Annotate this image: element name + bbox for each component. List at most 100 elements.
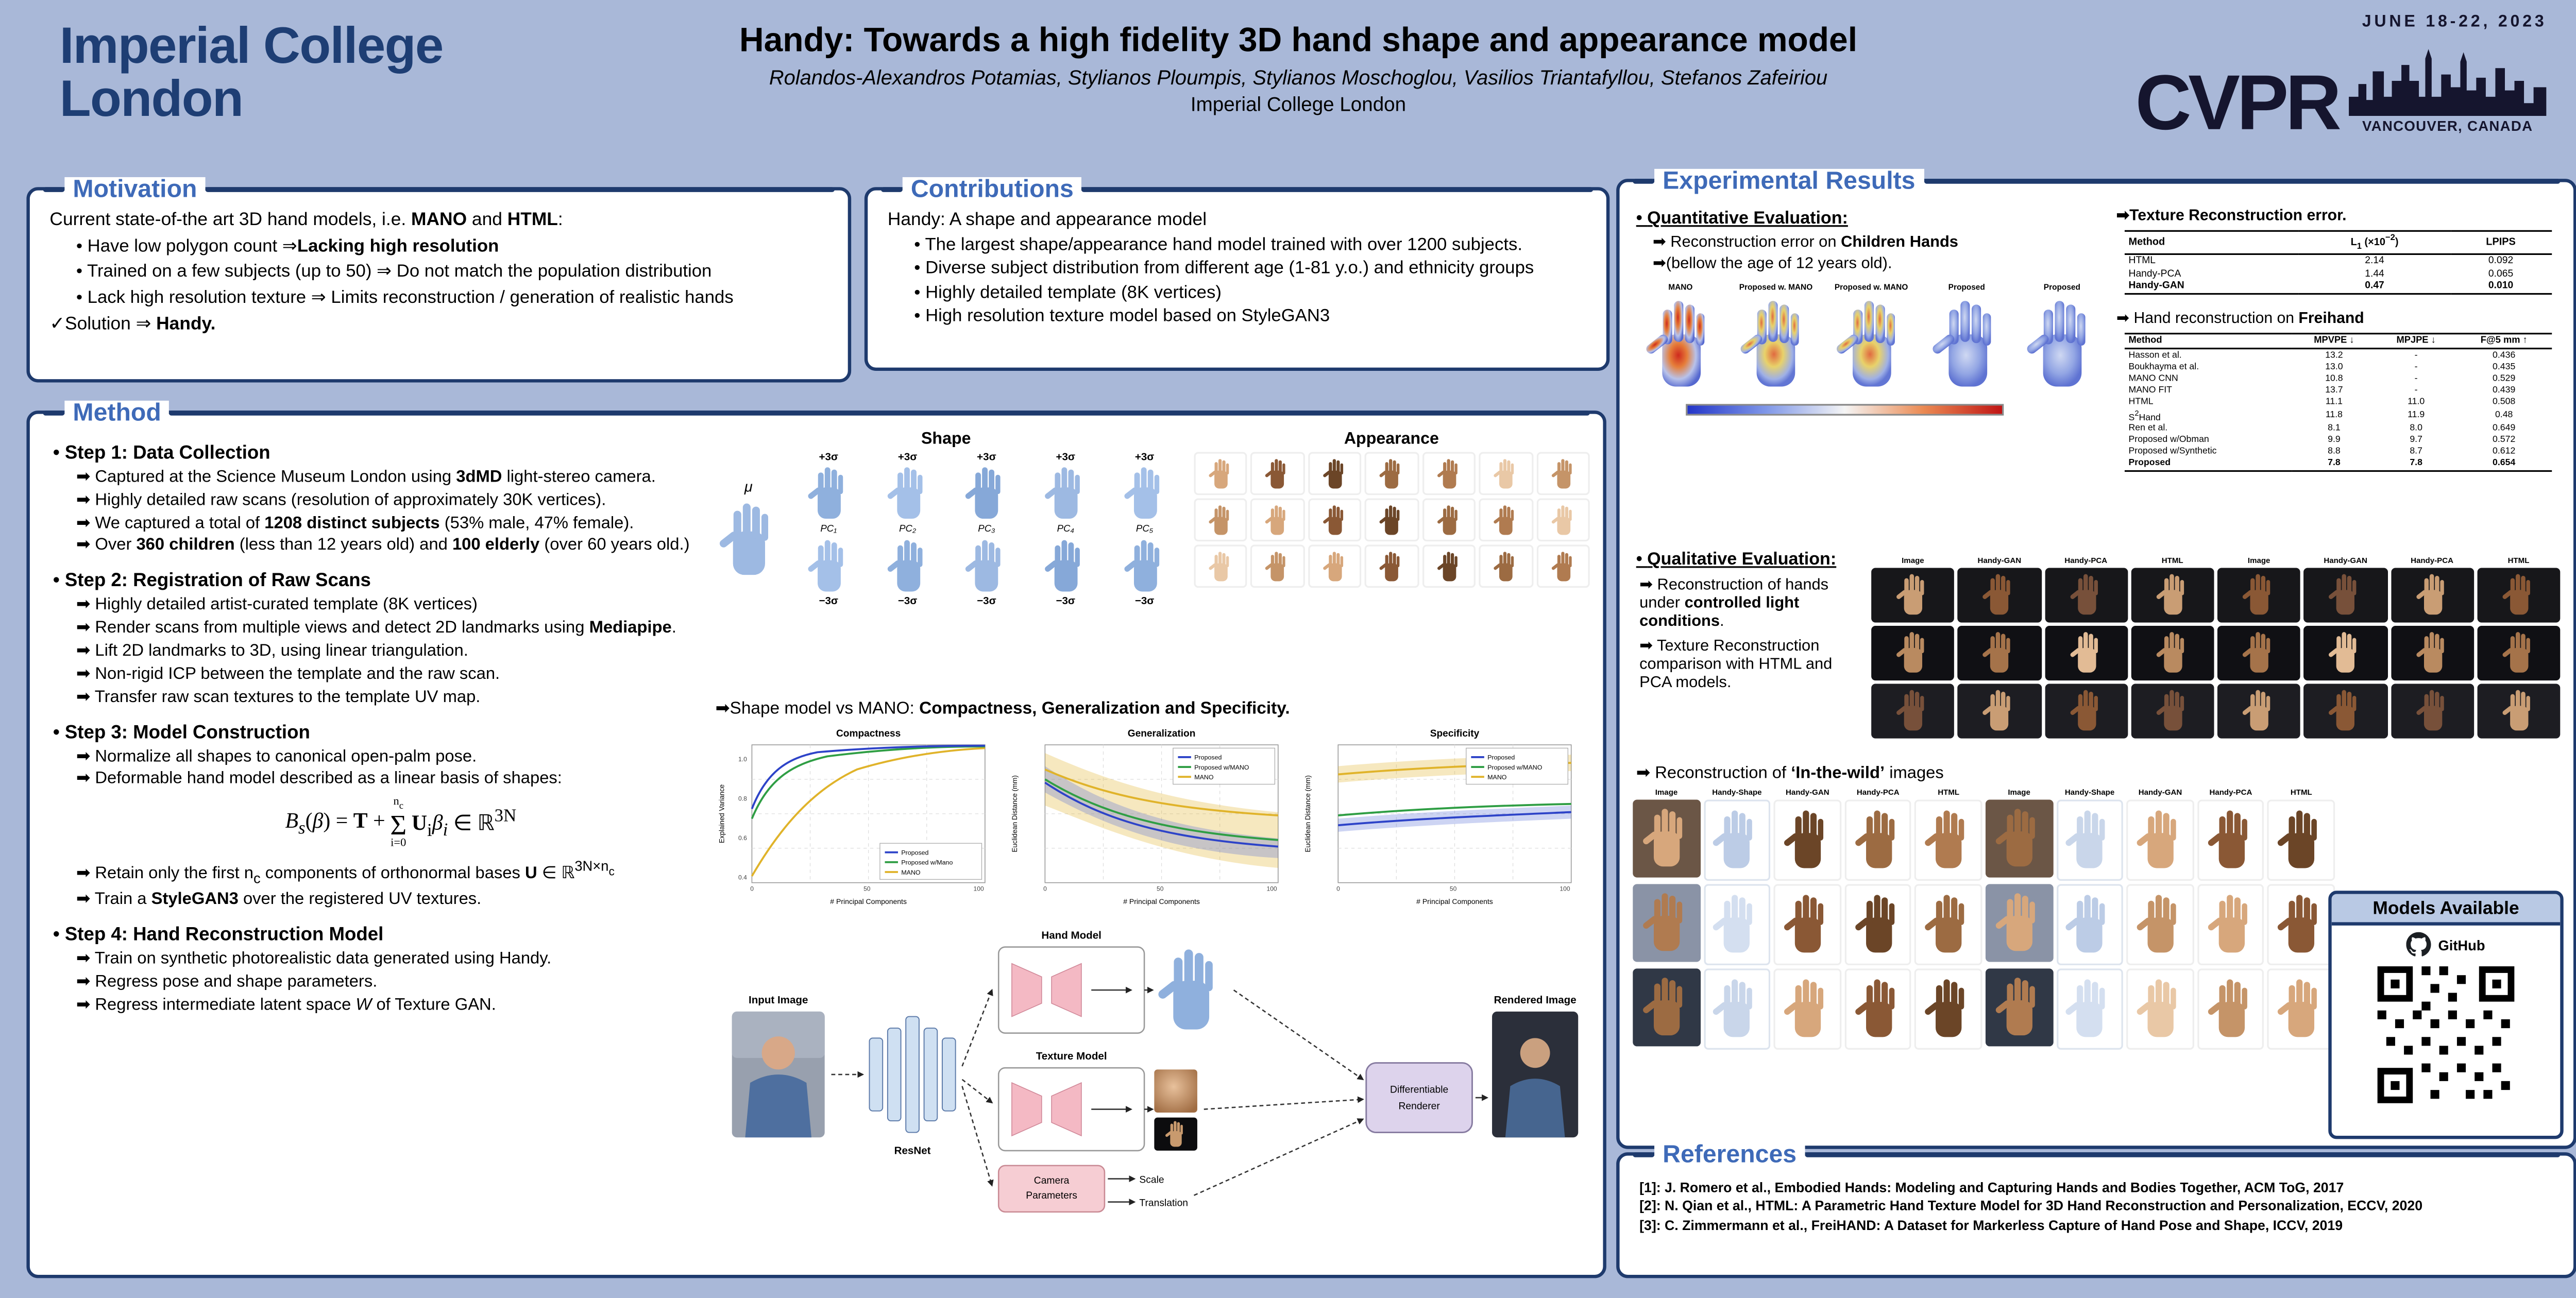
- section-title: Method: [64, 400, 170, 426]
- hand-heatmap-icon: [1928, 295, 2005, 394]
- figure-tile-skin: [1193, 498, 1247, 542]
- svg-text:Renderer: Renderer: [1398, 1101, 1440, 1112]
- hand-icon: [1543, 503, 1583, 537]
- figure-tile-skin: [1479, 452, 1533, 496]
- hand-heatmap-icon: [2024, 295, 2100, 394]
- hand-icon: [2276, 806, 2327, 873]
- hand-icon: [1200, 456, 1240, 490]
- figure-tile-photo: [1985, 798, 2053, 877]
- error-colorbar: [1686, 404, 2004, 416]
- principal-component-column: +3σ PC₄ −3σ: [1030, 452, 1101, 608]
- hand-icon: [2064, 806, 2115, 873]
- figure-tile-skin: [1307, 452, 1362, 496]
- hand-icon: [2053, 629, 2119, 676]
- figure-tile-skin: [1193, 452, 1247, 496]
- method-figures: Shape μ +3σ PC₁ −3σ: [712, 431, 1590, 1268]
- contribution-bullet: Highly detailed template (8K vertices): [914, 283, 1589, 303]
- input-image: [732, 1011, 825, 1138]
- hand-icon: [1639, 889, 1693, 955]
- figure-tile-dark: [1871, 567, 1955, 622]
- hand-icon: [2399, 629, 2465, 676]
- figure-tile-skin: [1250, 498, 1304, 542]
- svg-text:50: 50: [863, 885, 871, 893]
- figure-tile-skin: [1914, 967, 1982, 1049]
- hand-icon: [1639, 973, 1693, 1040]
- hand-icon: [1879, 629, 1946, 676]
- motivation-bullet: Trained on a few subjects (up to 50) ⇒ D…: [76, 261, 832, 282]
- figure-tile-photo: [1985, 967, 2053, 1046]
- hand-icon: [1257, 503, 1297, 537]
- principal-component-column: +3σ PC₃ −3σ: [951, 452, 1022, 608]
- hand-icon: [1853, 891, 1904, 958]
- figure-tile-skin: [2126, 967, 2194, 1049]
- hand-icon: [1923, 806, 1974, 873]
- hand-icon: [2205, 891, 2256, 958]
- qualitative-title: Qualitative Evaluation:: [1636, 550, 1861, 570]
- hand-icon: [1122, 464, 1167, 523]
- figure-tile-skin: [1774, 883, 1841, 965]
- figure-tile-dark: [2303, 567, 2387, 622]
- method-step-1: Step 1: Data Collection ➡ Captured at th…: [49, 443, 702, 555]
- svg-text:100: 100: [1560, 885, 1570, 893]
- figure-tile-dark: [2044, 682, 2128, 738]
- texture-model-box: [997, 1067, 1145, 1152]
- logo-line-2: London: [59, 69, 244, 127]
- svg-text:0: 0: [1043, 885, 1047, 893]
- figure-tile-skin: [1479, 498, 1533, 542]
- section-title: Motivation: [64, 177, 206, 202]
- motivation-solution: ✓Solution ⇒ Handy.: [49, 315, 216, 335]
- figure-tile-skin: [2126, 883, 2194, 965]
- github-icon: [2406, 932, 2432, 957]
- resnet-block: [869, 1016, 956, 1133]
- figure-tile-skin: [1774, 798, 1841, 880]
- hand-icon: [2312, 571, 2379, 618]
- svg-text:Camera: Camera: [1034, 1175, 1070, 1186]
- contributions-section: Contributions Handy: A shape and appeara…: [864, 177, 1610, 371]
- hand-icon: [2485, 571, 2552, 618]
- hand-icon: [1485, 549, 1526, 583]
- hand-icon: [2312, 629, 2379, 676]
- figure-tile-dark: [2044, 625, 2128, 680]
- figure-tile-dark: [2130, 682, 2214, 738]
- figure-tile-skin: [1536, 498, 1590, 542]
- hand-icon: [1879, 571, 1946, 618]
- method-step-3: Step 3: Model Construction ➡ Normalize a…: [49, 723, 702, 909]
- hand-icon: [1485, 456, 1526, 490]
- svg-text:Parameters: Parameters: [1026, 1190, 1077, 1201]
- figure-tile-skin: [1421, 452, 1476, 496]
- svg-text:# Principal Components: # Principal Components: [1416, 897, 1493, 906]
- rendered-image: [1492, 1011, 1579, 1138]
- hand-icon: [2399, 687, 2465, 733]
- motivation-section: Motivation Current state-of-the art 3D h…: [26, 177, 852, 383]
- texture-render-tile: [1154, 1117, 1197, 1151]
- shape-appearance-figure: Shape μ +3σ PC₁ −3σ: [712, 431, 1590, 692]
- github-link: GitHub: [2406, 932, 2485, 957]
- svg-text:Proposed: Proposed: [901, 849, 928, 857]
- hand-icon: [1543, 549, 1583, 583]
- hand-icon: [2064, 975, 2115, 1042]
- figure-tile-dark: [2130, 625, 2214, 680]
- hand-icon: [2399, 571, 2465, 618]
- hand-icon: [1043, 536, 1088, 596]
- cvpr-logo: JUNE 18-22, 2023 CVPR VANCOUVER, CANADA: [2107, 13, 2554, 146]
- experimental-results-section: Experimental Results Quantitative Evalua…: [1616, 168, 2576, 1149]
- hand-icon: [2276, 975, 2327, 1042]
- figure-tile-skin: [1193, 544, 1247, 588]
- in-the-wild-figure: Image Handy-Shape Handy-GAN Handy-PCA HT…: [1633, 788, 2335, 1049]
- figure-tile-dark: [2303, 625, 2387, 680]
- figure-tile-dark: [2217, 567, 2301, 622]
- hand-icon: [1782, 806, 1833, 873]
- hand-icon: [2064, 891, 2115, 958]
- figure-tile-shape: [2056, 967, 2124, 1049]
- hand-icon: [2226, 629, 2292, 676]
- conference-name: CVPR: [2135, 58, 2342, 146]
- figure-tile-skin: [1479, 544, 1533, 588]
- conference-dates: JUNE 18-22, 2023: [2362, 13, 2547, 32]
- hand-icon: [1966, 687, 2032, 733]
- hand-icon: [964, 464, 1009, 523]
